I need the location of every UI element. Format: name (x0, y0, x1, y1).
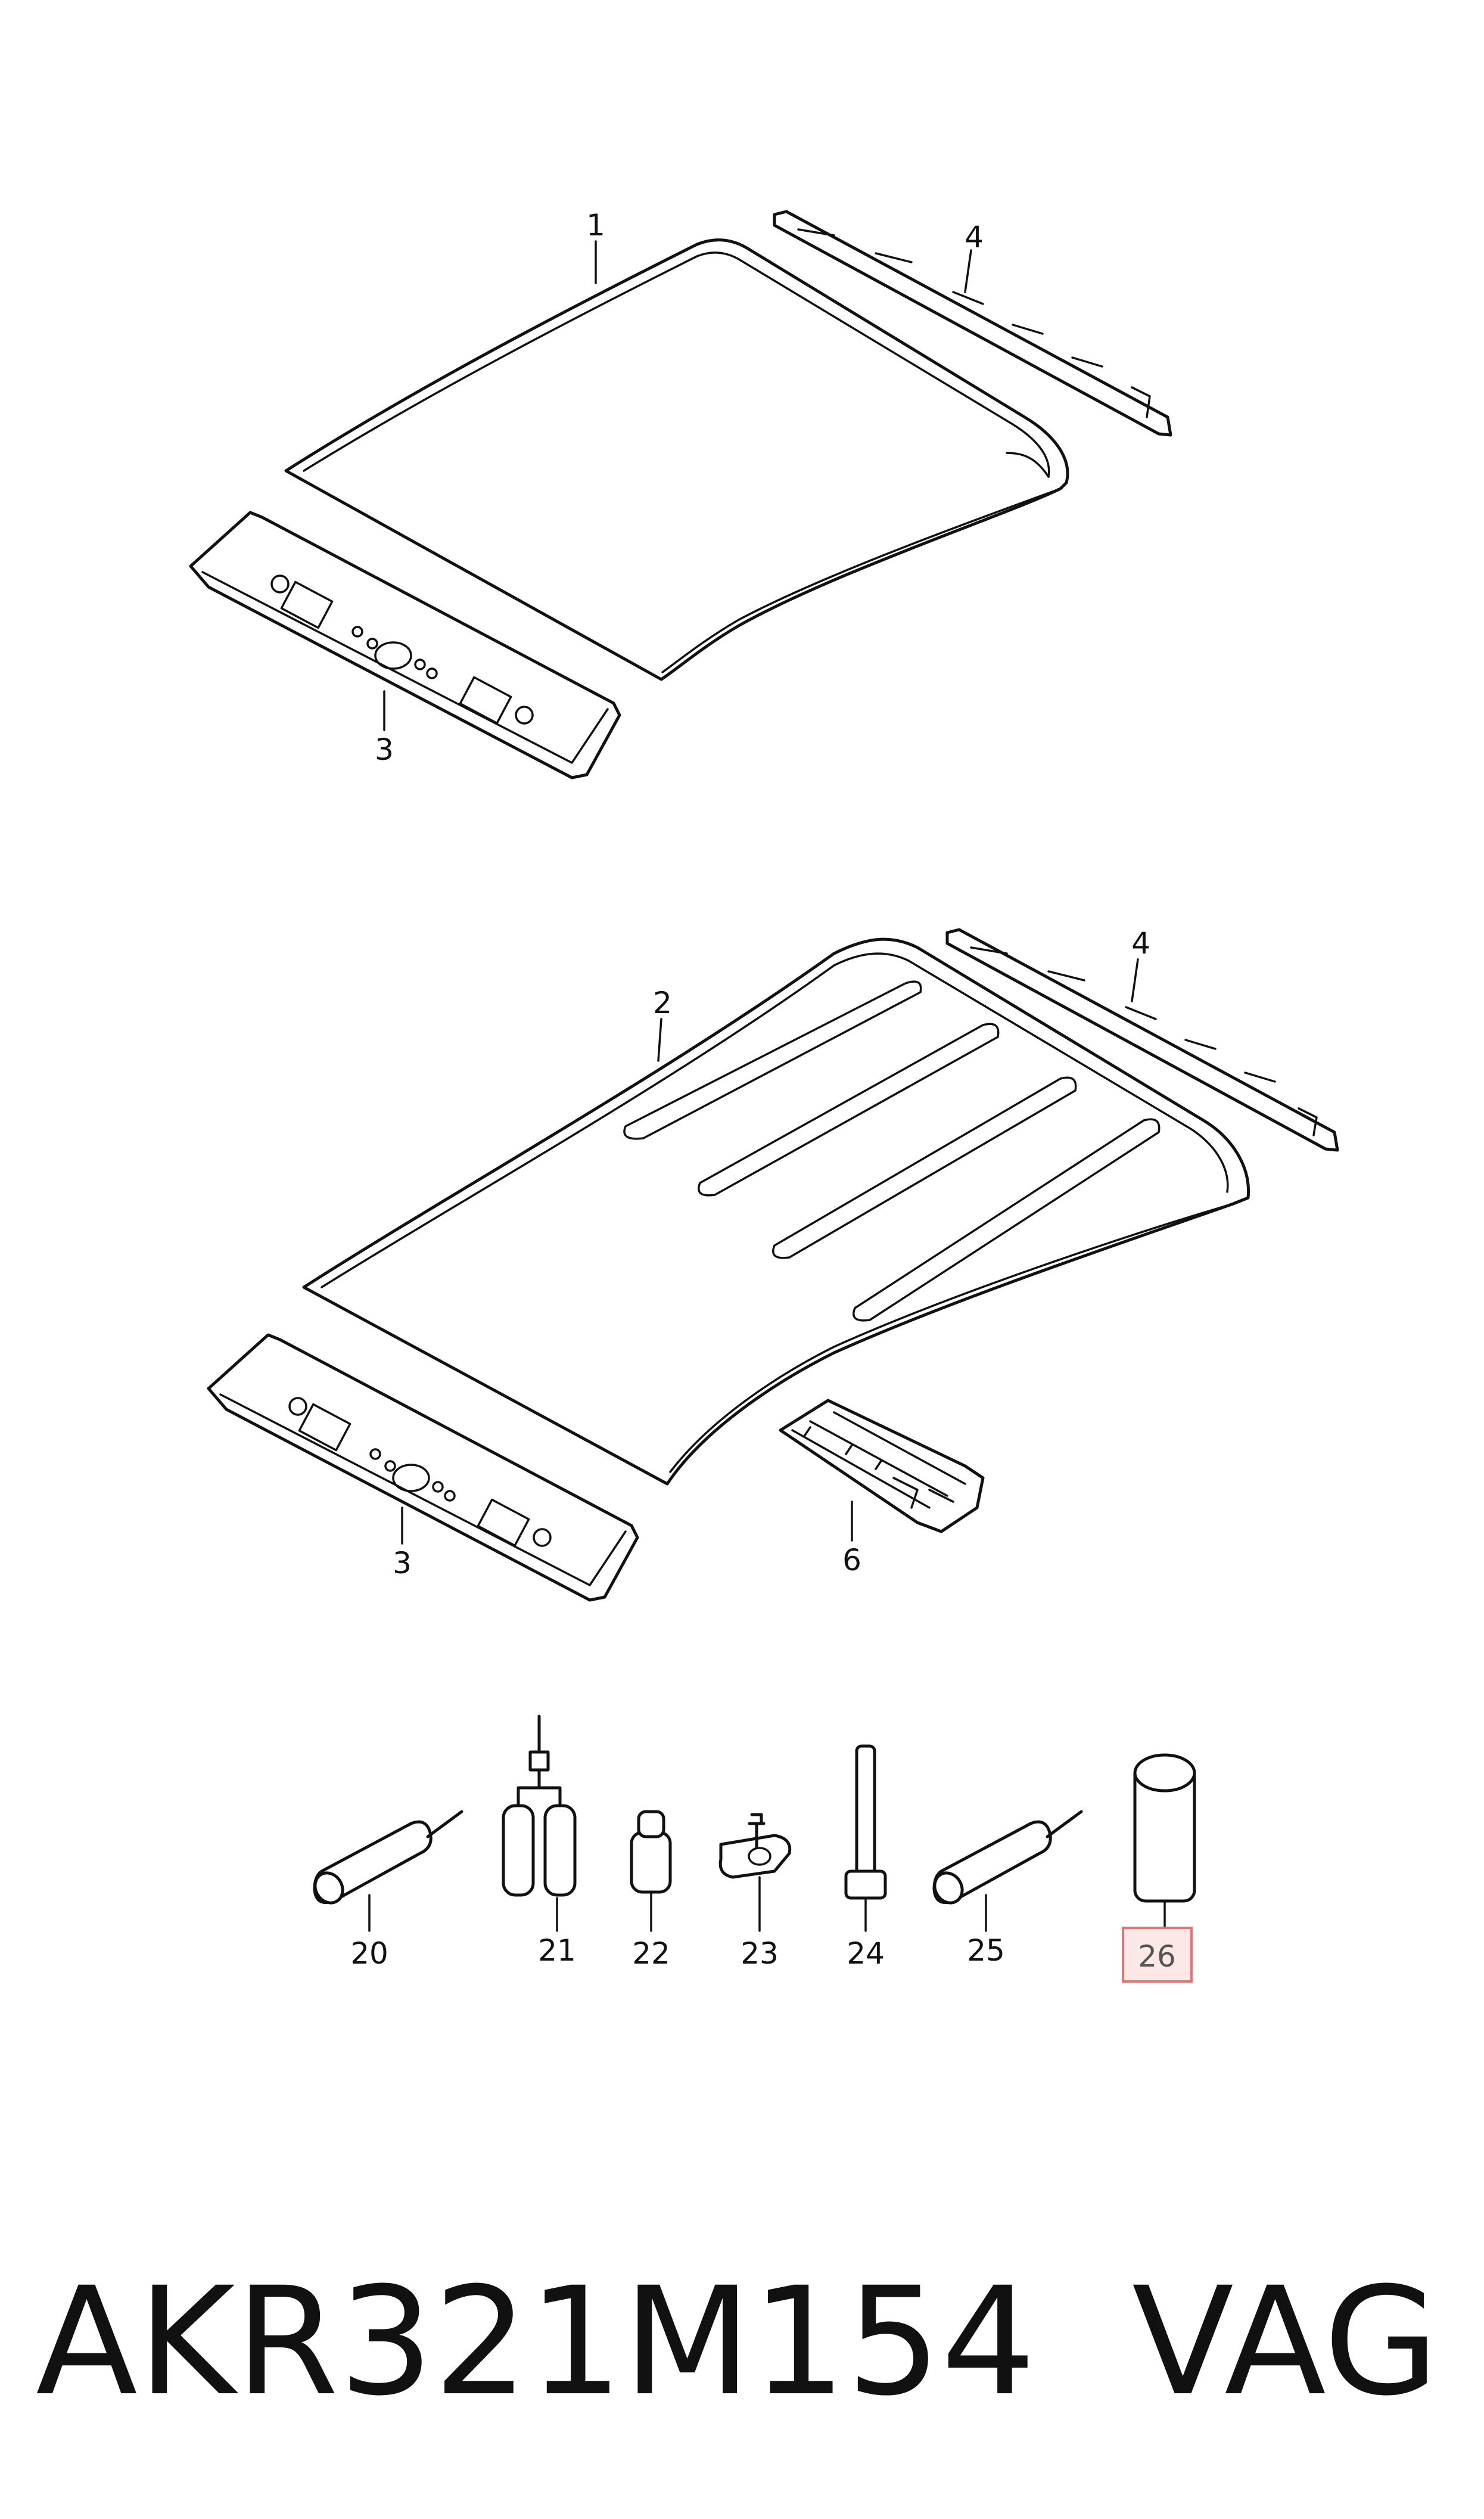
part-3-cross-member-top (189, 511, 621, 779)
part-1-roof-panel (284, 238, 1069, 681)
part-26-tin (1133, 1753, 1196, 1929)
callout-2[interactable]: 2 (653, 986, 672, 1020)
part-24-rod (844, 1744, 887, 1932)
part-code: AKR321M154 (36, 2255, 1036, 2428)
callout-25[interactable]: 25 (967, 1933, 1005, 1968)
part-23-nut-plate (718, 1813, 792, 1932)
part-25-cartridge (932, 1810, 1083, 1932)
part-3-cross-member-middle (207, 1333, 639, 1602)
brand-name: VAG (1132, 2255, 1439, 2428)
callout-3-top[interactable]: 3 (375, 732, 394, 767)
callout-6[interactable]: 6 (842, 1543, 861, 1577)
callout-4-middle[interactable]: 4 (1131, 926, 1150, 961)
part-20-cartridge (313, 1810, 463, 1932)
callouts: 1 4 3 2 4 3 6 20 21 22 23 24 25 26 (350, 208, 1176, 1974)
callout-23[interactable]: 23 (741, 1936, 779, 1971)
callout-20[interactable]: 20 (350, 1936, 388, 1971)
callout-24[interactable]: 24 (847, 1936, 885, 1971)
leader-lines-group-2 (401, 958, 1139, 1545)
callout-21[interactable]: 21 (538, 1933, 576, 1968)
callout-3-middle[interactable]: 3 (393, 1546, 412, 1580)
part-2-roof-panel-ribbed (302, 937, 1250, 1486)
part-4-roof-strip-middle (945, 928, 1339, 1152)
part-22-container (630, 1810, 672, 1932)
callout-22[interactable]: 22 (632, 1936, 670, 1971)
leader-lines-group-1 (383, 240, 972, 731)
part-26-highlight-box (1122, 1927, 1193, 1983)
part-4-roof-strip-top (773, 210, 1172, 437)
part-6-reinforcement (779, 1399, 985, 1533)
callout-4-top[interactable]: 4 (965, 220, 984, 254)
callout-1[interactable]: 1 (586, 208, 605, 243)
callout-26[interactable]: 26 (1138, 1939, 1176, 1974)
footer-caption: AKR321M154 VAG (0, 2253, 1484, 2431)
part-21-twin-cartridge (502, 1714, 577, 1932)
